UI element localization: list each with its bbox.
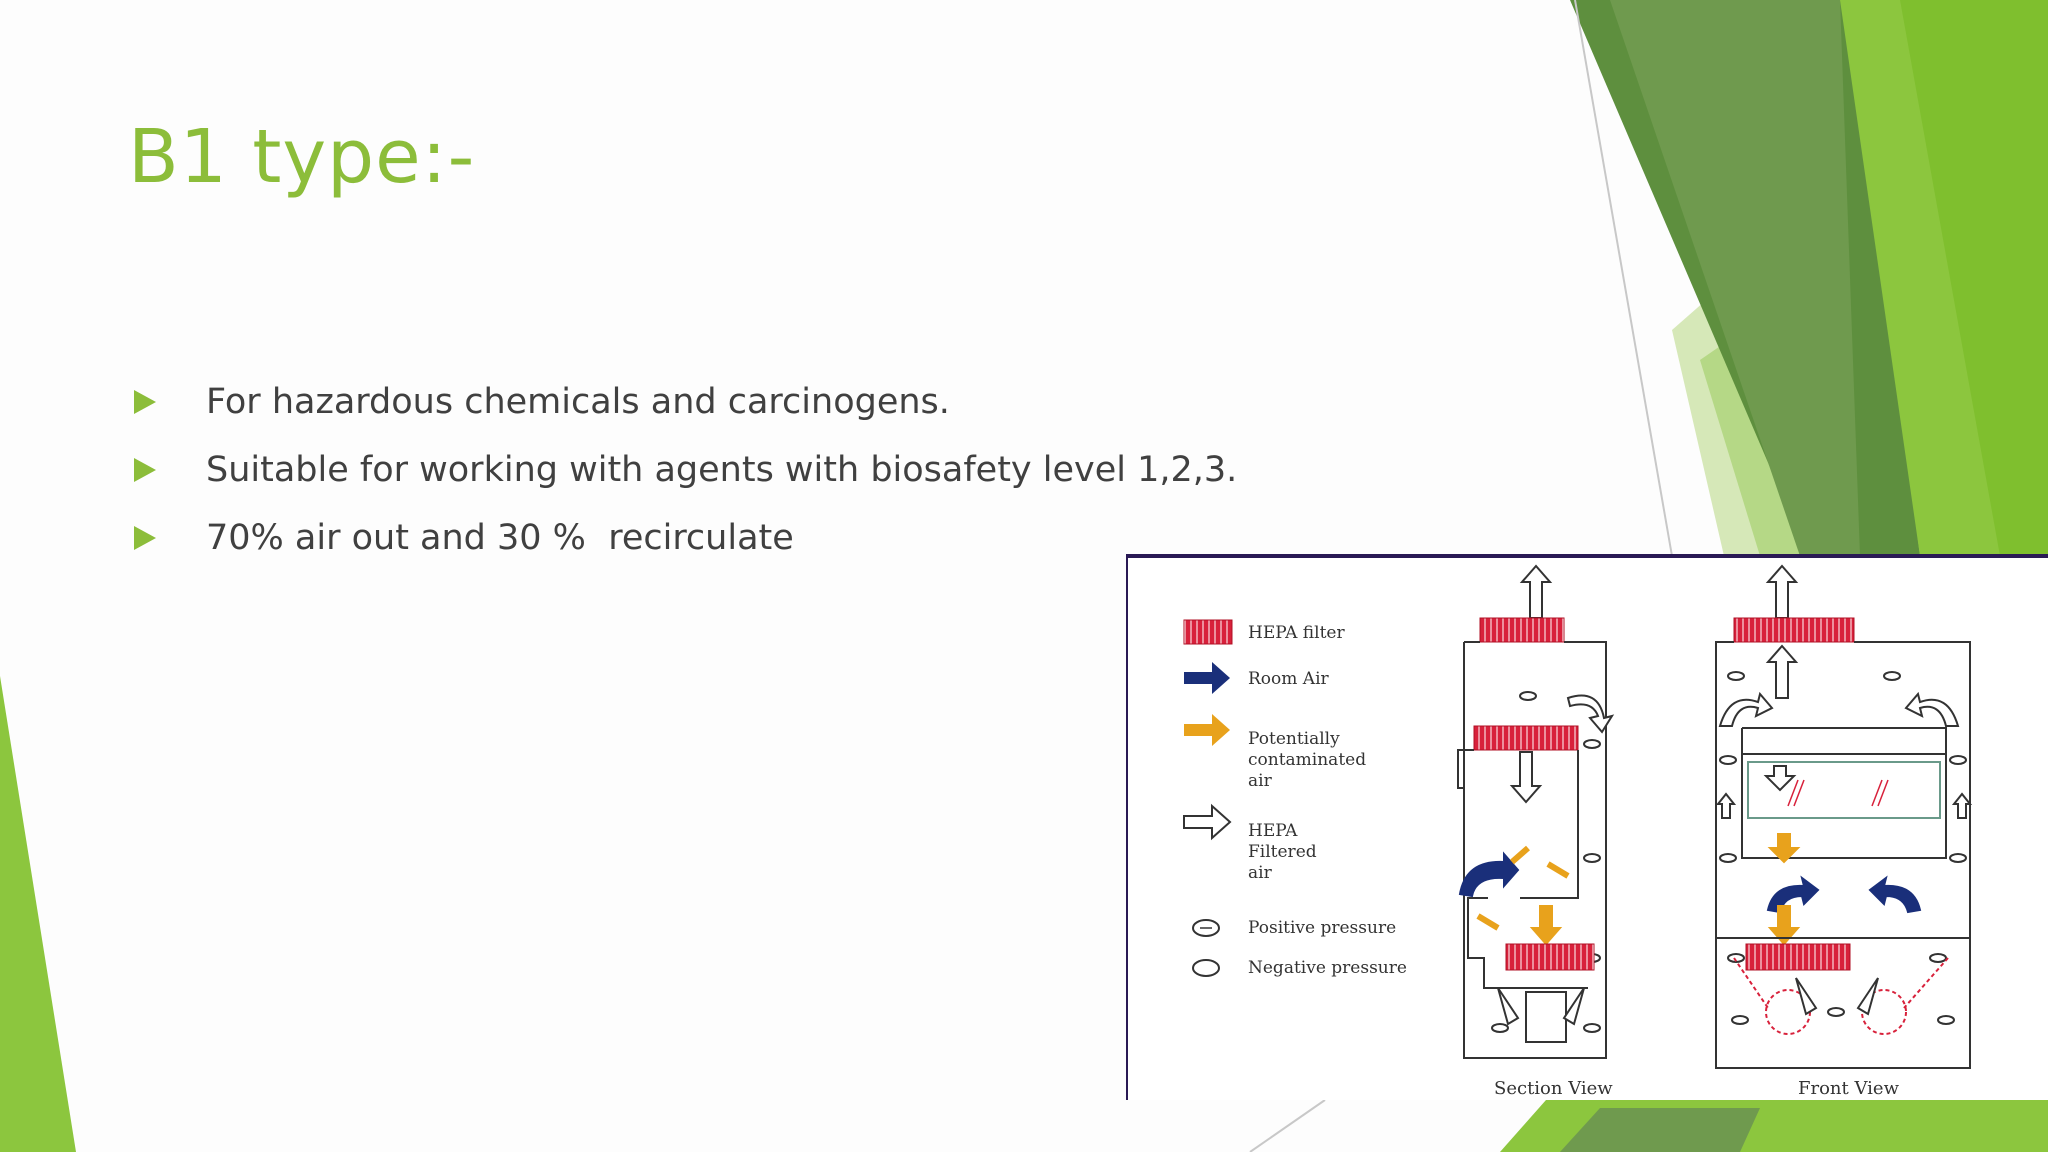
front-contaminated-arrow-icon <box>1767 833 1801 864</box>
bottom-green-strip-dark <box>1560 1108 1760 1152</box>
legend-hepa-filtered-2: Filtered <box>1248 842 1317 862</box>
recirc-arrow-icon <box>1566 694 1615 734</box>
legend-room-air: Room Air <box>1248 669 1330 689</box>
front-top-hepa <box>1733 617 1855 643</box>
hepa-filter-swatch <box>1183 619 1233 645</box>
bullet-text: 70% air out and 30 % recirculate <box>206 518 794 558</box>
section-mid-hepa <box>1473 725 1579 751</box>
section-view: Section View <box>1457 564 1615 1099</box>
bullet-text: For hazardous chemicals and carcinogens. <box>206 382 950 422</box>
bullet-item: For hazardous chemicals and carcinogens. <box>130 368 1237 436</box>
hepa-filtered-air-arrow-icon <box>1183 803 1232 841</box>
section-blower <box>1525 991 1567 1043</box>
triangle-bullet-icon <box>134 458 156 482</box>
room-air-inflow-icon <box>1458 851 1520 898</box>
left-green-wedge <box>0 676 76 1152</box>
legend: HEPA filter Room Air Potentially contami… <box>1183 619 1407 978</box>
contaminated-flow-1 <box>1510 845 1530 865</box>
front-exhaust-arrow-icon <box>1765 564 1799 619</box>
negative-pressure-icon <box>1192 959 1220 977</box>
bottom-thin-line <box>1249 1099 1326 1152</box>
contaminated-down-arrow-icon <box>1529 905 1563 946</box>
right-green-panel-lime <box>1900 0 2048 556</box>
diagram-svg: HEPA filter Room Air Potentially contami… <box>1183 564 1973 1099</box>
bullet-list: For hazardous chemicals and carcinogens.… <box>130 368 1237 572</box>
downflow-arrow-icon <box>1509 751 1543 804</box>
front-room-air-right-icon <box>1868 875 1922 914</box>
bullet-item: 70% air out and 30 % recirculate <box>130 504 1237 572</box>
front-view: Front View <box>1715 564 1973 1099</box>
legend-hepa-filtered-3: air <box>1248 863 1273 883</box>
legend-contaminated-3: air <box>1248 771 1273 791</box>
section-top-hepa <box>1479 617 1565 643</box>
legend-negative-pressure: Negative pressure <box>1248 958 1407 978</box>
front-view-caption: Front View <box>1798 1078 1900 1099</box>
legend-contaminated-2: contaminated <box>1248 750 1366 770</box>
front-down-arrow-icon <box>1763 765 1797 792</box>
front-contaminated-down-arrow-icon <box>1767 905 1801 946</box>
triangle-bullet-icon <box>134 526 156 550</box>
front-room-air-left-icon <box>1766 875 1820 914</box>
section-bottom-hepa <box>1505 943 1595 971</box>
contaminated-air-arrow-icon <box>1184 714 1230 746</box>
contaminated-flow-3 <box>1476 913 1500 931</box>
section-view-caption: Section View <box>1494 1078 1613 1099</box>
right-green-panel-olive <box>1610 0 1860 556</box>
bullet-text: Suitable for working with agents with bi… <box>206 450 1238 490</box>
legend-contaminated-1: Potentially <box>1248 729 1340 749</box>
legend-positive-pressure: Positive pressure <box>1248 918 1396 938</box>
room-air-arrow-icon <box>1184 662 1230 694</box>
exhaust-arrow-icon <box>1519 564 1553 619</box>
front-bottom-hepa <box>1745 943 1851 971</box>
front-inner-up-arrow-icon <box>1765 644 1799 699</box>
right-thin-line <box>1574 0 1673 557</box>
bullet-item: Suitable for working with agents with bi… <box>130 436 1237 504</box>
triangle-bullet-icon <box>134 390 156 414</box>
biosafety-cabinet-diagram: HEPA filter Room Air Potentially contami… <box>1126 554 2048 1100</box>
contaminated-flow-2 <box>1546 861 1570 879</box>
slide-title: B1 type:- <box>128 114 476 200</box>
legend-hepa-filtered-1: HEPA <box>1248 821 1298 841</box>
legend-hepa-filter: HEPA filter <box>1248 623 1345 643</box>
